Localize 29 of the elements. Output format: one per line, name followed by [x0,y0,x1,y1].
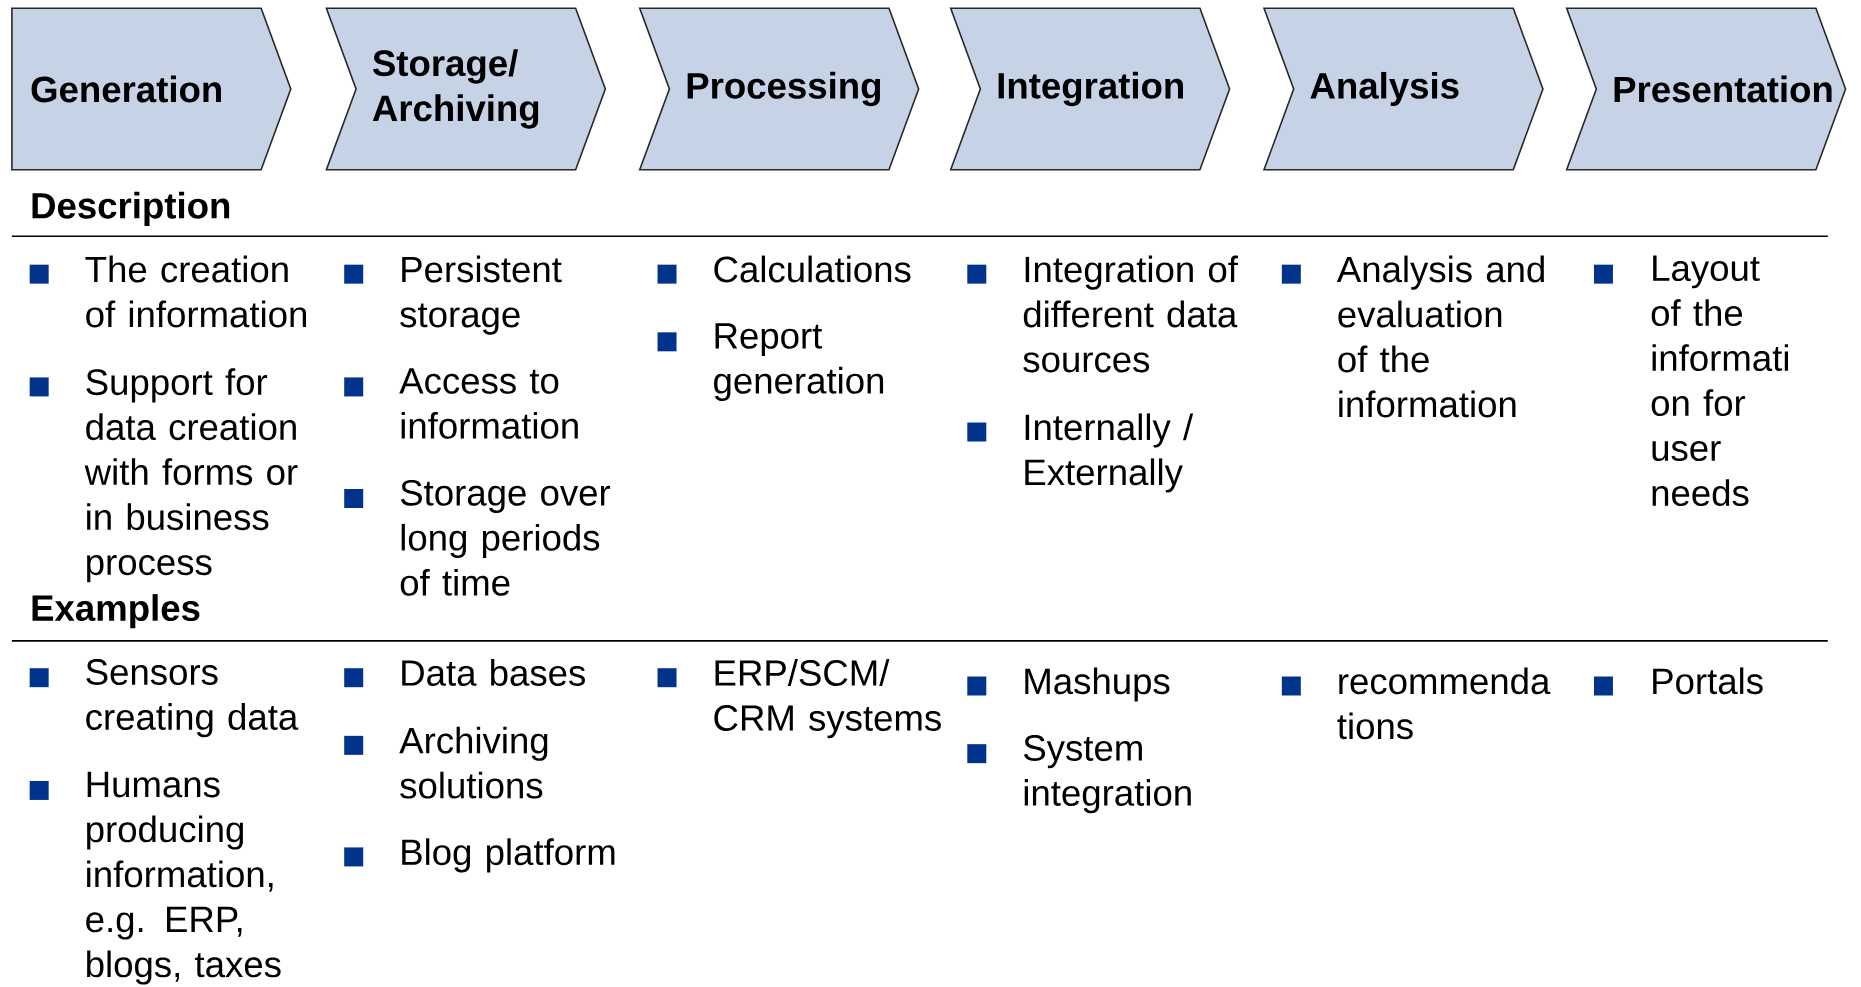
bullet-text: Support for data creation with forms or in business process [84,368,298,583]
bullet-text: Internally / Externally [1025,413,1194,493]
bullet-text: Persistent storage [400,255,562,335]
bullet-text: Sensors creating data [86,658,299,737]
bullet-text: ERP/SCM/ CRM systems [714,658,941,738]
process-step-box: Presentation [1565,7,1847,171]
bullet-text: Analysis and evaluation of the information [1336,255,1544,418]
bullet-text: Report generation [714,323,884,401]
bullet-text: Mashups [1025,667,1170,702]
process-step-box: Integration [949,7,1231,171]
bullet-text: Access to information [399,368,578,439]
bullet-text: Calculations [714,255,911,283]
bullet-text: Archiving solutions [399,726,548,799]
section-heading: Description [32,191,230,226]
bullet-text: Data bases [402,658,585,686]
bullet-text: Integration of different data sources [1023,255,1238,373]
bullet-text: Humans producing information, e.g. ERP, blogs, taxes [86,771,281,985]
process-step-box: Storage/ Archiving [325,7,607,171]
bullet-text: Portals [1653,667,1763,695]
bullet-text: System integration [1023,734,1191,813]
bullet-text: Blog platform [402,838,615,873]
process-step-box: Analysis [1262,7,1544,171]
bullet-text: recommenda tions [1337,667,1551,740]
bullet-text: Layout of the informati on for user needs [1651,255,1788,506]
process-step-box: Generation [11,7,292,171]
bullet-text: The creation of information [85,255,306,328]
section-heading: Examples [32,593,200,629]
bullet-text: Storage over long periods of time [400,479,611,596]
process-step-box: Processing [638,7,920,171]
